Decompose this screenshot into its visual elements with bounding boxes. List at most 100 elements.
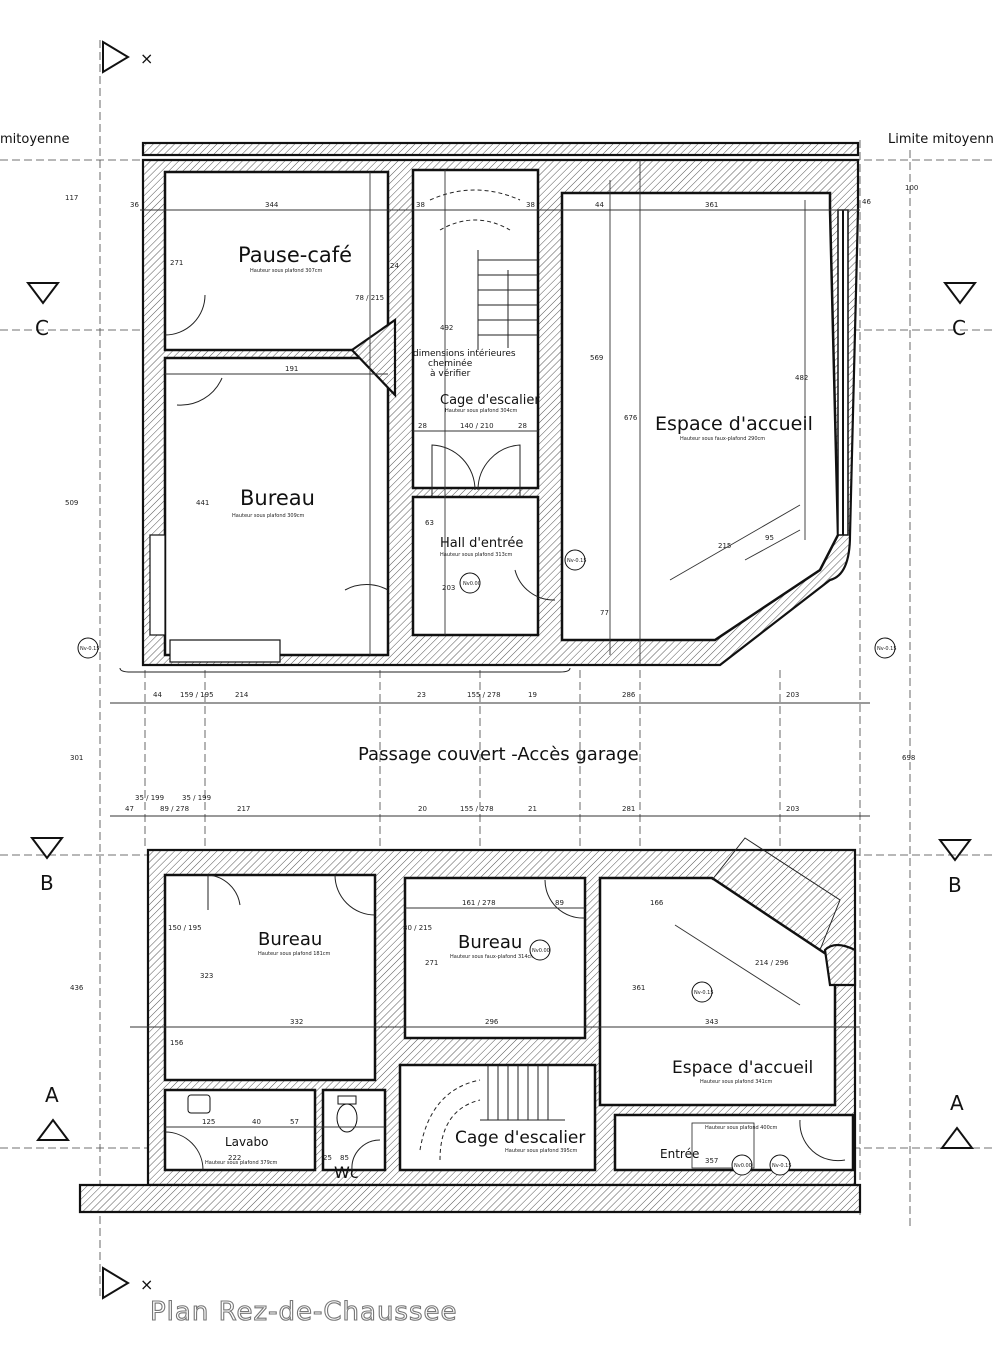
room-pause-cafe bbox=[163, 170, 390, 352]
svg-text:×: × bbox=[140, 49, 153, 68]
section-c-right-icon bbox=[943, 282, 977, 305]
dimension-label: 203 bbox=[442, 584, 455, 592]
dimension-label: 191 bbox=[285, 365, 298, 373]
dimension-label: 217 bbox=[237, 805, 250, 813]
section-label-c: C bbox=[35, 316, 49, 340]
room-label-cage-escalier: Cage d'escalier bbox=[440, 393, 540, 408]
room-label-bureau-middle: Bureau bbox=[458, 932, 522, 953]
dimension-label: 156 bbox=[170, 1039, 184, 1047]
dimension-label: 23 bbox=[417, 691, 426, 699]
staircase-top bbox=[429, 189, 538, 350]
dimension-label: 214 bbox=[235, 691, 249, 699]
dimension-label: 698 bbox=[902, 754, 915, 762]
dimension-label: 57 bbox=[290, 1118, 299, 1126]
dimension-label: 78 / 215 bbox=[355, 294, 384, 302]
top-floor-dimensions: 344 361 191 140 / 210 492 569 676 482 27… bbox=[65, 184, 918, 617]
dimension-label: 125 bbox=[202, 1118, 215, 1126]
dimension-label: 85 bbox=[340, 1154, 349, 1162]
dimension-label: 222 bbox=[228, 1154, 241, 1162]
dimension-label: 323 bbox=[200, 972, 213, 980]
section-label-b: B bbox=[40, 871, 54, 895]
svg-text:×: × bbox=[140, 1275, 153, 1294]
dimension-label: 80 / 215 bbox=[403, 924, 432, 932]
bottom-floor-plan bbox=[78, 837, 862, 1214]
level-marker: Nv-0.15 bbox=[772, 1163, 792, 1169]
bay-window bbox=[711, 837, 841, 951]
level-marker: Nv-0.15 bbox=[80, 646, 100, 652]
room-label-wc: Wc bbox=[334, 1163, 359, 1182]
room-label-espace-accueil-bottom: Espace d'accueil bbox=[672, 1058, 813, 1078]
dimension-label: 35 / 199 bbox=[182, 794, 211, 802]
section-arrow-icon bbox=[102, 40, 130, 74]
dimension-label: 436 bbox=[70, 984, 84, 992]
dimension-label: 38 bbox=[526, 201, 535, 209]
dimension-label: 19 bbox=[528, 691, 537, 699]
dimension-label: 159 / 195 bbox=[180, 691, 214, 699]
room-bureau-left bbox=[163, 873, 377, 1082]
section-label-a: A bbox=[45, 1083, 59, 1107]
top-floor-plan bbox=[140, 141, 860, 667]
dimension-label: 24 bbox=[390, 262, 399, 270]
window-left bbox=[149, 534, 166, 636]
window-bottom bbox=[169, 639, 281, 663]
staircase-bottom bbox=[419, 1065, 565, 1161]
dimension-label: 286 bbox=[622, 691, 636, 699]
doors-top bbox=[164, 294, 556, 601]
chimney-note-line3: à vérifier bbox=[430, 368, 471, 379]
dimension-label: 676 bbox=[624, 414, 638, 422]
dimension-label: 271 bbox=[425, 959, 438, 967]
room-hall bbox=[411, 495, 540, 637]
dimension-label: 214 / 296 bbox=[755, 959, 789, 967]
section-b-right-icon bbox=[938, 839, 972, 862]
room-height-espace-accueil: Hauteur sous faux-plafond 290cm bbox=[680, 436, 765, 442]
chimney-note-line2: cheminée bbox=[428, 358, 473, 369]
dimension-label: 38 bbox=[416, 201, 425, 209]
dimension-label: 203 bbox=[786, 691, 799, 699]
room-height-espace-accueil-bottom: Hauteur sous plafond 341cm bbox=[700, 1079, 773, 1085]
chimney bbox=[350, 317, 397, 398]
section-label-a: A bbox=[950, 1091, 964, 1115]
dimension-label: 161 / 278 bbox=[462, 899, 496, 907]
level-markers-bottom: Nv0.00 Nv-0.15 Nv0.00 Nv-0.15 bbox=[529, 939, 792, 1176]
room-height-cage-escalier-bottom: Hauteur sous plafond 395cm bbox=[505, 1148, 578, 1154]
dimension-label: 25 bbox=[323, 1154, 332, 1162]
room-height-lavabo: Hauteur sous plafond 379cm bbox=[205, 1160, 278, 1166]
dimension-label: 281 bbox=[622, 805, 635, 813]
room-label-entree: Entrée bbox=[660, 1147, 699, 1161]
level-marker: Nv0.00 bbox=[532, 948, 550, 954]
section-label-b: B bbox=[948, 873, 962, 897]
dimension-label: 36 bbox=[130, 201, 139, 209]
room-label-bureau: Bureau bbox=[240, 486, 315, 510]
dimension-label: 117 bbox=[65, 194, 78, 202]
dimension-label: 215 bbox=[718, 542, 731, 550]
dimension-label: 95 bbox=[765, 534, 774, 542]
level-marker: Nv-0.15 bbox=[567, 558, 587, 564]
dimension-label: 28 bbox=[518, 422, 527, 430]
section-arrow-icon bbox=[102, 1266, 130, 1300]
room-espace-accueil-top bbox=[560, 191, 840, 642]
dimension-label: 89 bbox=[555, 899, 564, 907]
toilet-icon bbox=[336, 1103, 358, 1133]
dimension-label: 166 bbox=[650, 899, 664, 907]
level-markers-top: Nv-0.15 Nv0.00 Nv-0.15 Nv-0.15 bbox=[77, 549, 897, 659]
dimension-label: 441 bbox=[196, 499, 209, 507]
dimension-label: 40 bbox=[252, 1118, 261, 1126]
room-bureau-middle bbox=[403, 876, 587, 1040]
dimension-label: 361 bbox=[632, 984, 645, 992]
street-wall bbox=[78, 1183, 862, 1214]
level-marker: Nv-0.15 bbox=[877, 646, 897, 652]
room-label-pause-cafe: Pause-café bbox=[238, 243, 352, 267]
passage-label: Passage couvert -Accès garage bbox=[358, 744, 639, 765]
room-height-pause-cafe: Hauteur sous plafond 307cm bbox=[250, 268, 323, 274]
chimney-note-line1: dimensions intérieures bbox=[413, 348, 516, 359]
room-height-entree: Hauteur sous plafond 400cm bbox=[705, 1125, 778, 1131]
dimension-label: 271 bbox=[170, 259, 183, 267]
dimension-label: 21 bbox=[528, 805, 537, 813]
section-a-right-icon bbox=[940, 1126, 974, 1149]
dimension-label: 357 bbox=[705, 1157, 718, 1165]
dimension-label: 343 bbox=[705, 1018, 718, 1026]
room-height-bureau-left: Hauteur sous plafond 181cm bbox=[258, 951, 331, 957]
dimension-label: 46 bbox=[862, 198, 871, 206]
bottom-floor-dimensions: 332 296 343 323 271 361 161 / 278 89 166… bbox=[70, 754, 915, 1165]
level-marker: Nv0.00 bbox=[734, 1163, 752, 1169]
